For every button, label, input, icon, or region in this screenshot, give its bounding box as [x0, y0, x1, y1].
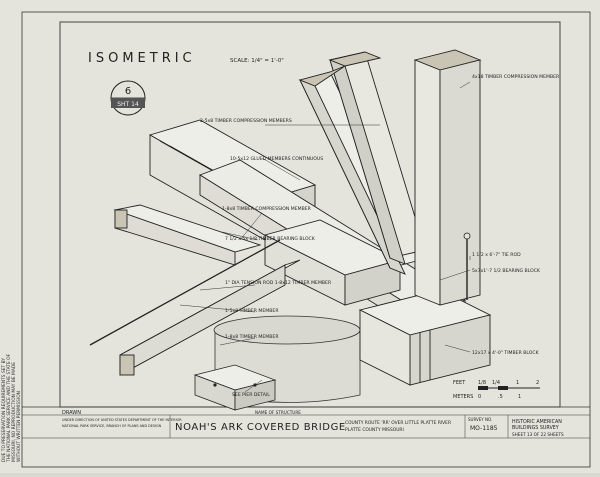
- label-timber-stringer: 1-8x8 TIMBER MEMBER: [225, 334, 279, 340]
- timber-block-bottom: [358, 289, 492, 386]
- sheet-number: SHEET 13 OF 22 SHEETS: [512, 432, 564, 437]
- scale-tick-2: 1/4: [492, 380, 500, 386]
- label-tie-rod: 1 1/2 x 6'-7" TIE ROD: [472, 252, 521, 258]
- drawn-credit: DRAWN: [62, 410, 81, 416]
- central-block: [263, 219, 402, 306]
- label-twin-timber: 2-5x8 TIMBER COMPRESSION MEMBERS: [200, 118, 292, 124]
- leader-lines: [179, 81, 471, 393]
- scale-bar: FEET METERS 1/8 1/4 1 2 0 .5 1: [453, 380, 540, 400]
- label-bearing-block-right: 5x7x1'-7 1/2 BEARING BLOCK: [472, 268, 541, 274]
- scale-label: SCALE: 1/4" = 1'-0": [230, 58, 284, 64]
- under-direction: UNDER DIRECTION OF UNITED STATES DEPARTM…: [62, 418, 182, 422]
- detail-sheet: SHT 14: [117, 101, 139, 108]
- park-service: NATIONAL PARK SERVICE, BRANCH OF PLANS A…: [62, 424, 162, 428]
- outer-border: [21, 11, 591, 468]
- scale-tick-3: 1: [516, 380, 519, 386]
- name-of-structure-label: NAME OF STRUCTURE: [255, 410, 301, 415]
- agency-line-1: HISTORIC AMERICAN: [512, 419, 562, 425]
- lower-stringer: [89, 239, 301, 376]
- tie-rod: [463, 232, 471, 300]
- left-compression-member: [113, 204, 262, 266]
- label-pier-detail: SEE PIER DETAIL: [232, 392, 270, 398]
- scale-m-tick-1: 0: [478, 394, 481, 400]
- scale-meters-label: METERS: [453, 394, 473, 400]
- label-single-compression: 1-8x8 TIMBER COMPRESSION MEMBER: [222, 206, 312, 212]
- detail-callout: 6 SHT 14: [110, 80, 146, 116]
- label-timber-compression-top: 4x18 TIMBER COMPRESSION MEMBER: [472, 74, 560, 80]
- steel-bracket: [193, 364, 277, 411]
- label-tension-rod: 1" DIA TENSION ROD 1-8x12 TIMBER MEMBER: [225, 280, 332, 286]
- scale-tick-1: 1/8: [478, 380, 486, 386]
- location-line-1: COUNTY ROUTE 'RR' OVER LITTLE PLATTE RIV…: [345, 420, 451, 426]
- twin-compression-posts: [298, 51, 426, 275]
- preservation-note: DUE TO PRESERVATION REQUIREMENTS SET BY …: [2, 353, 22, 462]
- location-line-2: PLATTE COUNTY MISSOURI: [345, 427, 404, 433]
- scale-tick-4: 2: [536, 380, 539, 386]
- scale-m-tick-2: .5: [498, 394, 503, 400]
- label-gluelam: 10-5x12 GLUED MEMBERS CONTINUOUS: [230, 156, 323, 162]
- view-title: ISOMETRIC: [88, 51, 196, 66]
- scale-feet-label: FEET: [453, 380, 466, 386]
- vertical-compression-member: [413, 49, 482, 306]
- detail-number: 6: [125, 86, 131, 97]
- callout-labels: 4x18 TIMBER COMPRESSION MEMBER 2-5x8 TIM…: [200, 74, 560, 398]
- agency-line-2: BUILDINGS SURVEY: [512, 425, 559, 431]
- structure-name: NOAH'S ARK COVERED BRIDGE: [175, 422, 346, 433]
- survey-no: MO-1185: [470, 425, 498, 432]
- label-bearing-block: 7 1/2 x 5x 1/8 TIMBER BEARING BLOCK: [225, 236, 316, 242]
- label-timber-block-bottom: 12x17 x 4'-0" TIMBER BLOCK: [472, 350, 540, 356]
- label-single-member: 1-5x8 TIMBER MEMBER: [225, 308, 279, 314]
- scale-m-tick-3: 1: [518, 394, 521, 400]
- survey-no-label: SURVEY NO.: [468, 417, 492, 422]
